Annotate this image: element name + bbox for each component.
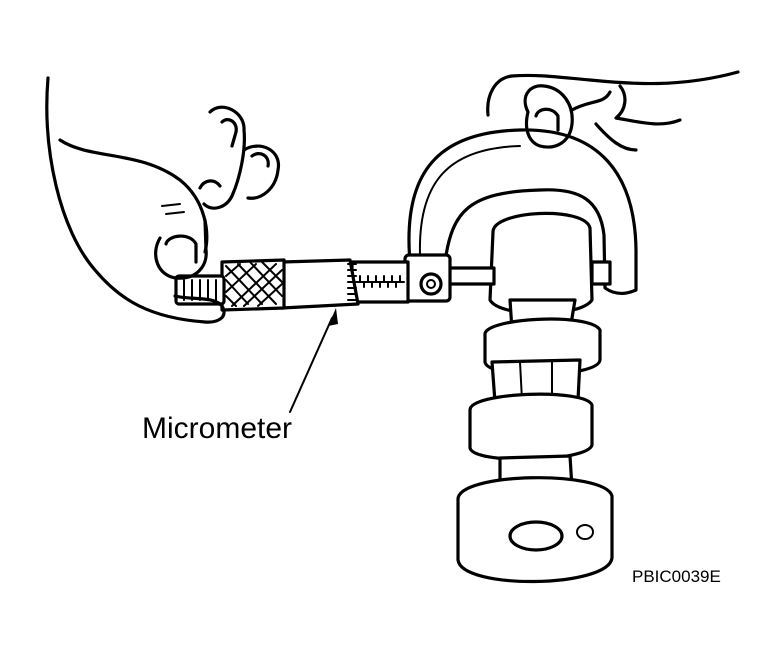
micrometer-body (174, 253, 496, 312)
micrometer-callout (289, 308, 338, 413)
frame-inner-edge (418, 145, 521, 256)
figure-code: PBIC0039E (632, 567, 721, 586)
left-hand-thumb (154, 218, 208, 280)
left-hand-thumbnail (164, 234, 198, 264)
right-hand-finger (523, 84, 574, 149)
left-hand-crease (161, 203, 185, 215)
camshaft-dowel-hole (576, 524, 594, 540)
callout-arrowhead (328, 308, 338, 326)
micrometer-frame (407, 128, 638, 296)
camshaft-end-flange (456, 476, 614, 584)
right-hand-nail (534, 107, 560, 132)
left-hand-knuckle (198, 179, 222, 190)
anvil (590, 260, 612, 286)
knurl-pattern (225, 261, 283, 307)
spindle-lock-center (426, 279, 436, 289)
spindle (446, 266, 496, 286)
camshaft-lower-lobe (468, 392, 594, 461)
spindle-lock (419, 272, 443, 296)
left-hand-nail-2 (250, 152, 270, 168)
camshaft-center-bore (508, 520, 564, 552)
right-hand-thumb (614, 84, 682, 126)
sleeve-scale (355, 275, 405, 288)
frame-outline (407, 128, 638, 296)
right-hand (486, 70, 740, 152)
camshaft (456, 211, 614, 584)
left-hand-palm (45, 76, 226, 324)
left-hand-finger-2 (242, 144, 280, 200)
left-hand (45, 76, 280, 324)
right-hand-knuckle-line (570, 90, 612, 112)
camshaft-upper-journal (488, 211, 594, 316)
callout-leader-line (289, 317, 333, 413)
thimble-graduations (347, 263, 357, 301)
left-hand-finger-1 (202, 105, 246, 210)
micrometer-label: Micrometer (142, 412, 293, 445)
thimble (280, 258, 360, 310)
right-hand-back (486, 70, 740, 117)
ratchet-ridges (183, 279, 217, 301)
right-hand-lower-line (594, 122, 638, 152)
left-hand-nail-1 (220, 118, 238, 148)
